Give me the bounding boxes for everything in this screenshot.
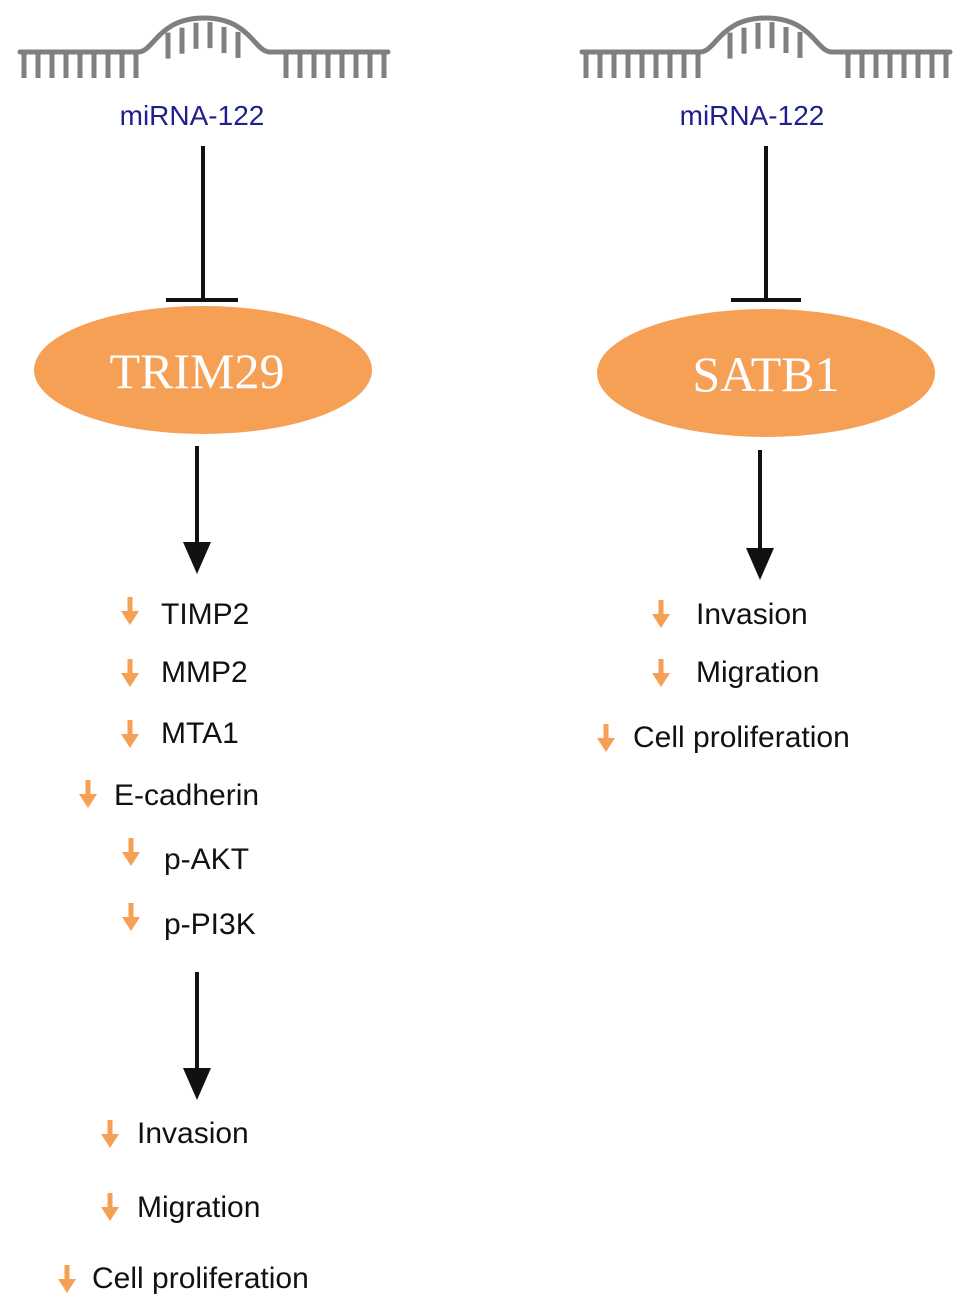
left-outcome-item: Invasion xyxy=(101,1117,249,1150)
down-arrow-icon xyxy=(122,838,140,866)
right-outcome-item: Invasion xyxy=(652,598,808,631)
right-target-label: SATB1 xyxy=(692,346,839,402)
left-activation-arrow-1 xyxy=(183,446,211,574)
downstream-label: E-cadherin xyxy=(114,779,259,812)
downstream-label: MMP2 xyxy=(161,656,248,689)
down-arrow-icon xyxy=(652,600,670,628)
left-outcome-item: Cell proliferation xyxy=(58,1262,309,1295)
right-target-node: SATB1 xyxy=(597,309,935,437)
down-arrow-icon xyxy=(121,597,139,625)
down-arrow-icon xyxy=(101,1120,119,1148)
right-mirna-label: miRNA-122 xyxy=(680,100,825,131)
outcome-label: Migration xyxy=(137,1191,260,1224)
left-target-label: TRIM29 xyxy=(110,343,285,399)
down-arrow-icon xyxy=(101,1193,119,1221)
right-outcome-list: Invasion Migration Cell proliferation xyxy=(597,598,850,754)
left-outcome-list: Invasion Migration Cell proliferation xyxy=(58,1117,309,1295)
right-pathway: miRNA-122 SATB1 Invasion Migration xyxy=(579,15,953,754)
downstream-label: p-PI3K xyxy=(164,908,256,941)
down-arrow-icon xyxy=(121,720,139,748)
rna-backbone xyxy=(579,15,953,55)
left-downstream-item: MTA1 xyxy=(121,717,239,750)
rna-backbone xyxy=(17,15,391,55)
downstream-label: MTA1 xyxy=(161,717,239,750)
down-arrow-icon xyxy=(597,724,615,752)
left-downstream-item: p-PI3K xyxy=(122,903,256,941)
down-arrow-icon xyxy=(652,659,670,687)
outcome-label: Cell proliferation xyxy=(92,1262,309,1295)
outcome-label: Cell proliferation xyxy=(633,721,850,754)
left-downstream-item: TIMP2 xyxy=(121,597,249,631)
outcome-label: Migration xyxy=(696,656,819,689)
left-inhibition-connector xyxy=(166,146,238,302)
left-activation-arrow-2 xyxy=(183,972,211,1100)
outcome-label: Invasion xyxy=(137,1117,249,1150)
downstream-label: p-AKT xyxy=(164,843,249,876)
right-activation-arrow xyxy=(746,450,774,580)
downstream-label: TIMP2 xyxy=(161,598,249,631)
left-outcome-item: Migration xyxy=(101,1191,260,1224)
down-arrow-icon xyxy=(121,659,139,687)
left-rna-hairpin-icon xyxy=(17,15,391,78)
left-downstream-list: TIMP2 MMP2 MTA1 E-cadherin p-AKT p-PI3K xyxy=(79,597,259,941)
right-outcome-item: Migration xyxy=(652,656,819,689)
left-mirna-label: miRNA-122 xyxy=(120,100,265,131)
left-downstream-item: p-AKT xyxy=(122,838,249,876)
outcome-label: Invasion xyxy=(696,598,808,631)
down-arrow-icon xyxy=(122,903,140,931)
down-arrow-icon xyxy=(58,1265,76,1293)
right-rna-hairpin-icon xyxy=(579,15,953,78)
right-outcome-item: Cell proliferation xyxy=(597,721,850,754)
down-arrow-icon xyxy=(79,780,97,808)
left-pathway: miRNA-122 TRIM29 TIMP2 MMP2 MTA1 xyxy=(17,15,391,1295)
left-target-node: TRIM29 xyxy=(34,306,372,434)
left-downstream-item: E-cadherin xyxy=(79,779,259,812)
right-inhibition-connector xyxy=(731,146,801,302)
left-downstream-item: MMP2 xyxy=(121,656,248,689)
